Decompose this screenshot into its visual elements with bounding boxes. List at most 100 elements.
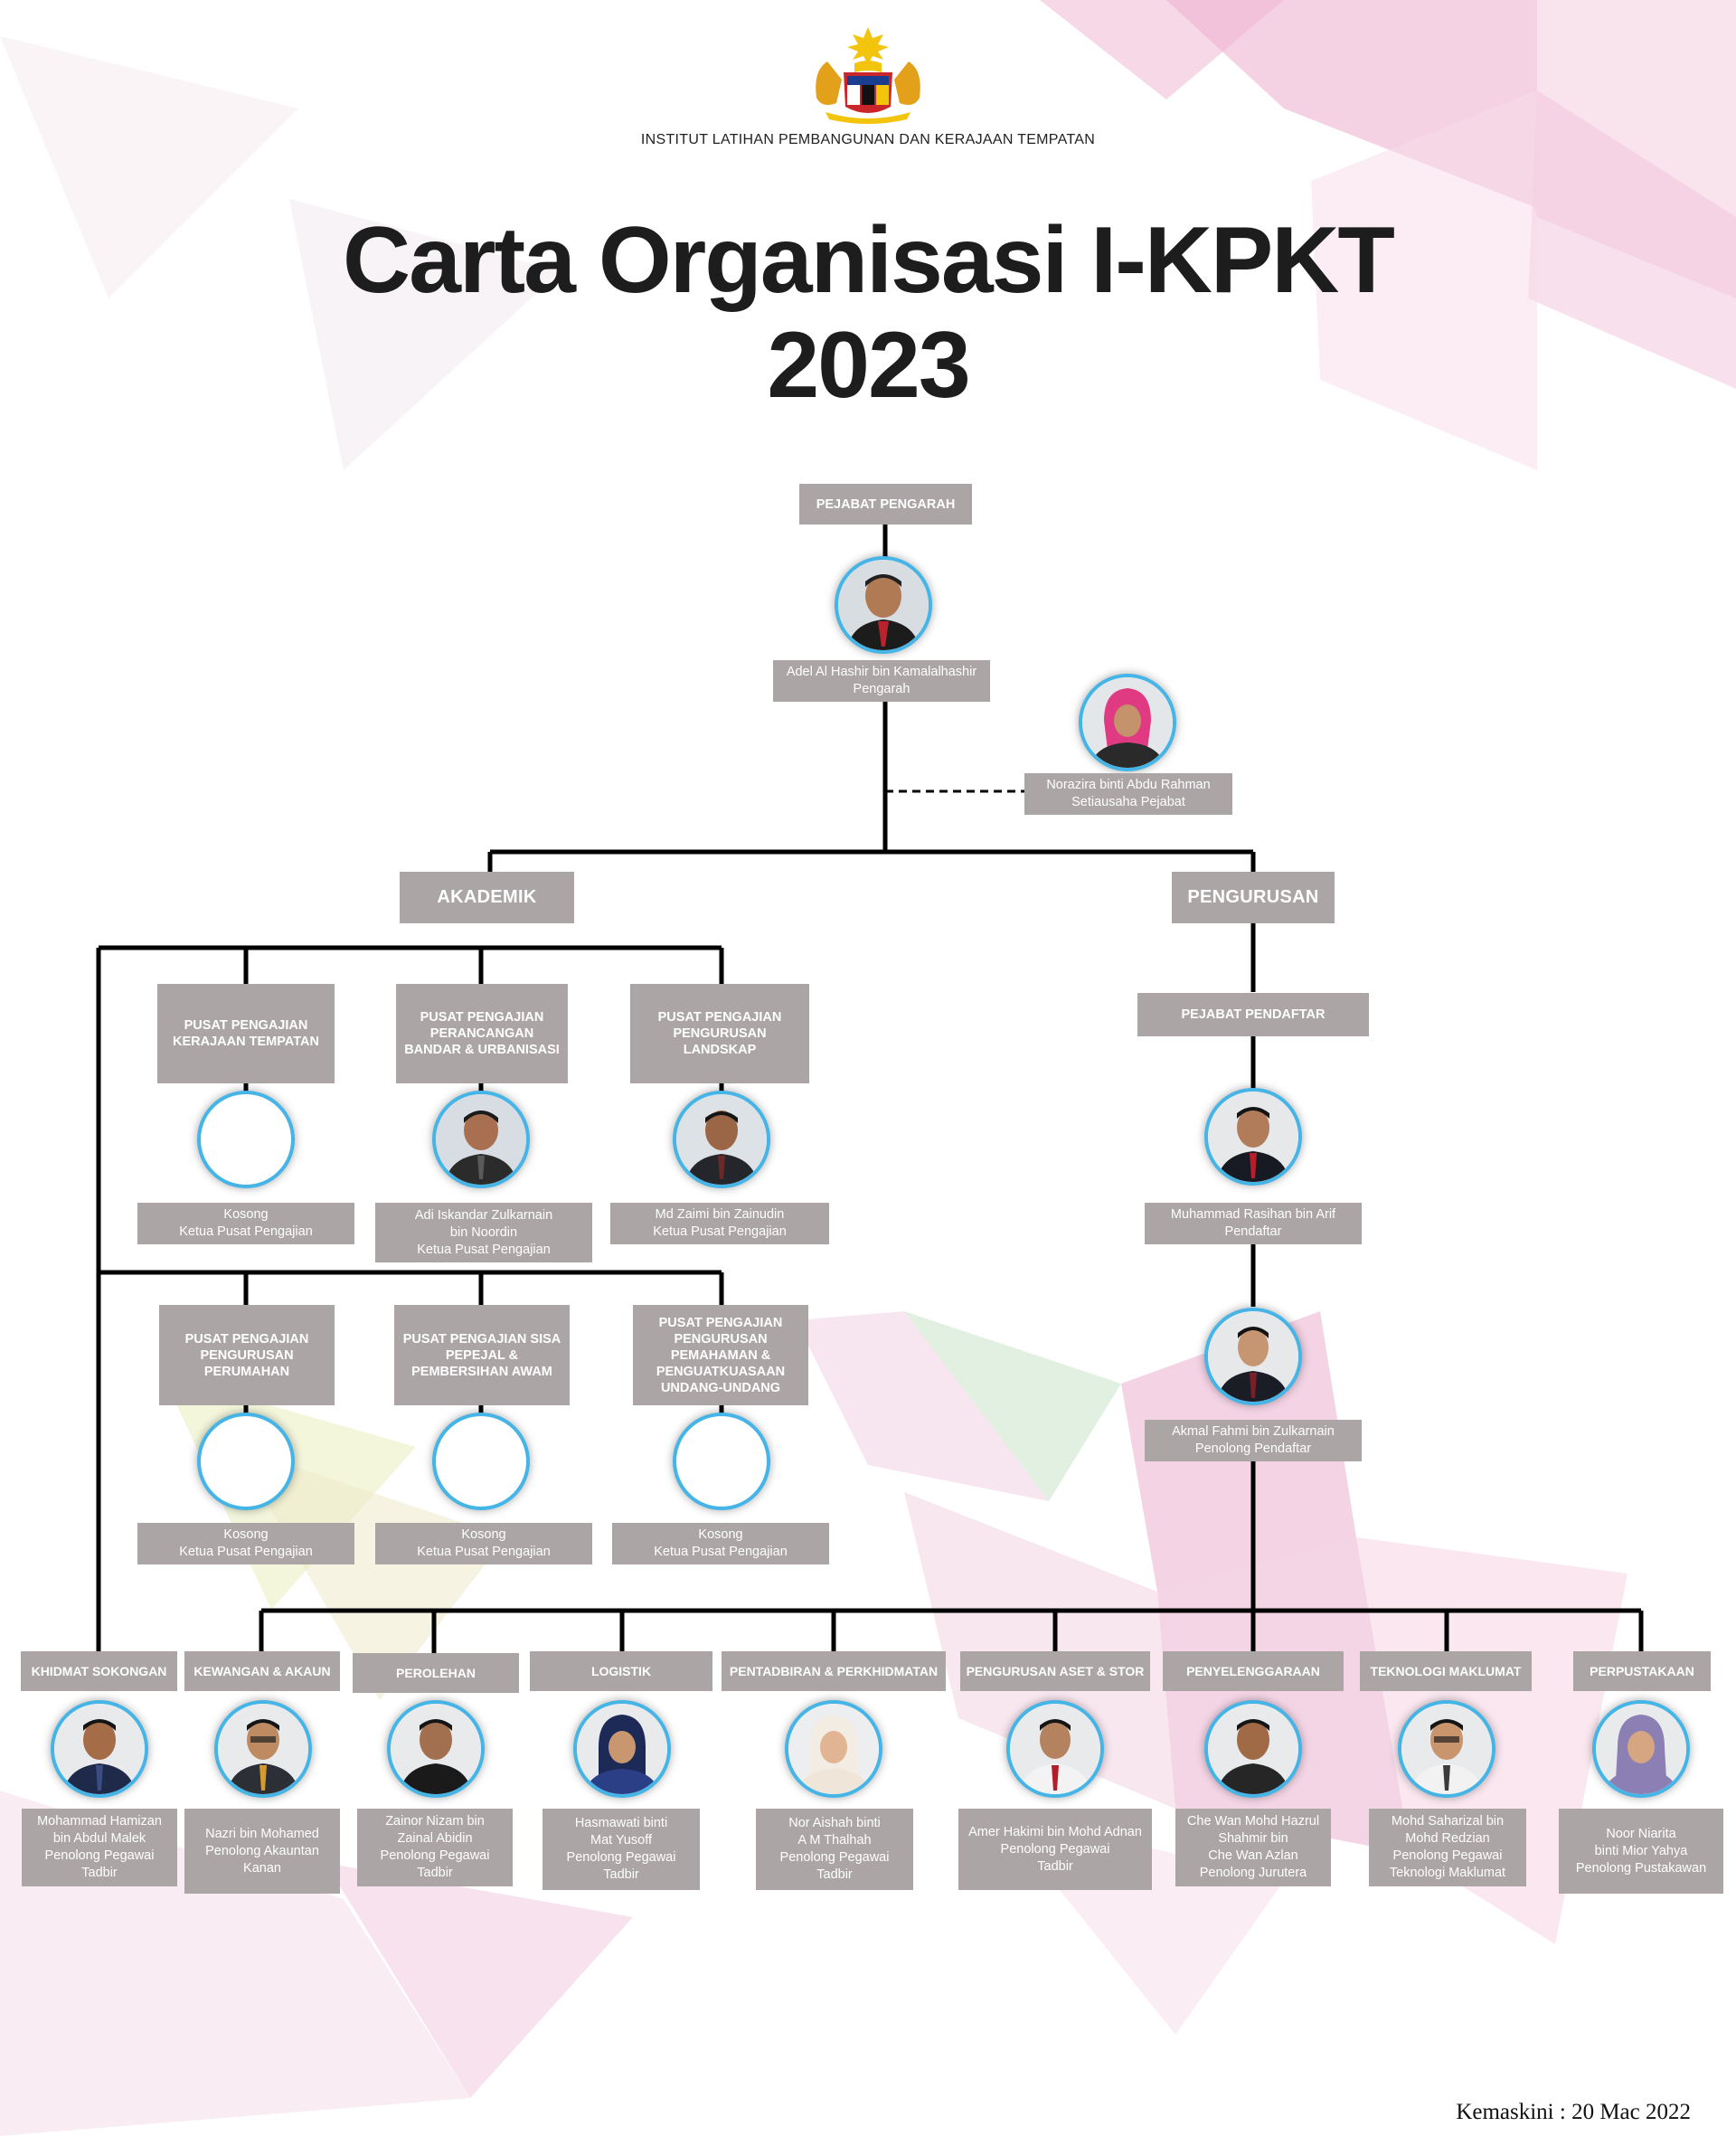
unit-7-line-1: Che Wan Mohd Hazrul bbox=[1186, 1814, 1320, 1829]
unit-9-caption: Noor Niarita binti Mior Yahya Penolong P… bbox=[1559, 1809, 1723, 1894]
unit-5-photo bbox=[785, 1700, 882, 1798]
malaysia-coat-of-arms-icon bbox=[816, 27, 920, 124]
assistant-registrar-photo bbox=[1204, 1308, 1302, 1405]
centre-3-caption: Md Zaimi bin Zainudin Ketua Pusat Pengaj… bbox=[610, 1203, 829, 1244]
centre-3-role: Ketua Pusat Pengajian bbox=[653, 1224, 787, 1239]
centre-3-photo bbox=[673, 1091, 770, 1188]
centre-5-name: Kosong bbox=[461, 1527, 506, 1542]
unit-8-line-4: Teknologi Maklumat bbox=[1389, 1866, 1506, 1880]
centre-2-caption: Adi Iskandar Zulkarnain bin Noordin Ketu… bbox=[375, 1203, 592, 1262]
unit-1-photo bbox=[51, 1700, 148, 1798]
centre-box-4: PUSAT PENGAJIAN PENGURUSAN PERUMAHAN bbox=[159, 1305, 335, 1405]
unit-3-line-1: Zainor Nizam bin bbox=[385, 1814, 485, 1829]
unit-box-9: PERPUSTAKAAN bbox=[1573, 1651, 1711, 1691]
unit-7-caption: Che Wan Mohd Hazrul Shahmir bin Che Wan … bbox=[1175, 1809, 1331, 1886]
centre-6-role: Ketua Pusat Pengajian bbox=[654, 1545, 788, 1559]
unit-5-caption: Nor Aishah binti A M Thalhah Penolong Pe… bbox=[756, 1809, 913, 1890]
centre-box-1: PUSAT PENGAJIAN KERAJAAN TEMPATAN bbox=[157, 984, 335, 1083]
unit-box-7: PENYELENGGARAAN bbox=[1163, 1651, 1344, 1691]
assistant-registrar-title: Penolong Pendaftar bbox=[1194, 1441, 1312, 1456]
unit-8-caption: Mohd Saharizal bin Mohd Redzian Penolong… bbox=[1369, 1809, 1526, 1886]
unit-8-photo bbox=[1398, 1700, 1495, 1798]
centre-4-role: Ketua Pusat Pengajian bbox=[179, 1545, 313, 1559]
centre-box-3: PUSAT PENGAJIAN PENGURUSAN LANDSKAP bbox=[630, 984, 809, 1083]
unit-3-line-2: Zainal Abidin bbox=[397, 1831, 473, 1846]
director-photo bbox=[835, 556, 932, 654]
unit-2-line-2: Penolong Akauntan bbox=[205, 1843, 319, 1858]
unit-9-line-2: binti Mior Yahya bbox=[1594, 1843, 1688, 1858]
unit-box-3: PEROLEHAN bbox=[353, 1653, 519, 1693]
director-title: Pengarah bbox=[853, 682, 910, 696]
unit-1-line-1: Mohammad Hamizan bbox=[37, 1814, 162, 1829]
title-line-2: 2023 bbox=[767, 313, 970, 418]
unit-3-line-4: Tadbir bbox=[417, 1866, 453, 1880]
unit-4-line-4: Tadbir bbox=[603, 1867, 639, 1882]
secretary-caption: Norazira binti Abdu Rahman Setiausaha Pe… bbox=[1024, 773, 1232, 815]
unit-4-line-2: Mat Yusoff bbox=[590, 1833, 652, 1848]
centre-2-name: Adi Iskandar Zulkarnain bin Noordin bbox=[414, 1207, 553, 1240]
assistant-registrar-caption: Akmal Fahmi bin Zulkarnain Penolong Pend… bbox=[1145, 1420, 1362, 1461]
unit-1-caption: Mohammad Hamizan bin Abdul Malek Penolon… bbox=[22, 1809, 177, 1886]
unit-8-line-3: Penolong Pegawai bbox=[1392, 1848, 1503, 1863]
unit-1-line-3: Penolong Pegawai bbox=[44, 1848, 155, 1863]
registrar-title: Pendaftar bbox=[1224, 1224, 1282, 1239]
title-line-1: Carta Organisasi I-KPKT bbox=[343, 208, 1395, 313]
centre-2-photo bbox=[432, 1091, 530, 1188]
centre-box-2: PUSAT PENGAJIAN PERANCANGAN BANDAR & URB… bbox=[396, 984, 568, 1083]
unit-5-line-1: Nor Aishah binti bbox=[788, 1816, 881, 1830]
unit-6-line-3: Tadbir bbox=[1037, 1858, 1073, 1874]
registrar-photo bbox=[1204, 1088, 1302, 1186]
unit-2-line-1: Nazri bin Mohamed bbox=[205, 1826, 319, 1841]
centre-6-photo-empty bbox=[673, 1413, 770, 1510]
unit-4-line-3: Penolong Pegawai bbox=[566, 1850, 676, 1865]
unit-box-5: PENTADBIRAN & PERKHIDMATAN bbox=[722, 1651, 946, 1691]
centre-4-caption: Kosong Ketua Pusat Pengajian bbox=[137, 1523, 354, 1564]
unit-6-line-1: Amer Hakimi bin Mohd Adnan bbox=[968, 1824, 1142, 1839]
unit-5-line-4: Tadbir bbox=[816, 1867, 853, 1882]
unit-9-photo bbox=[1592, 1700, 1690, 1798]
unit-box-4: LOGISTIK bbox=[530, 1651, 712, 1691]
centre-2-role: Ketua Pusat Pengajian bbox=[417, 1242, 551, 1257]
unit-5-line-3: Penolong Pegawai bbox=[779, 1850, 890, 1865]
centre-1-photo-empty bbox=[197, 1091, 295, 1188]
division-pengurusan: PENGURUSAN bbox=[1172, 872, 1335, 923]
unit-2-photo bbox=[214, 1700, 312, 1798]
unit-6-photo bbox=[1006, 1700, 1104, 1798]
centre-6-name: Kosong bbox=[698, 1527, 743, 1542]
registrar-caption: Muhammad Rasihan bin Arif Pendaftar bbox=[1145, 1203, 1362, 1244]
centre-6-caption: Kosong Ketua Pusat Pengajian bbox=[612, 1523, 829, 1564]
unit-box-6: PENGURUSAN ASET & STOR bbox=[960, 1651, 1150, 1691]
unit-6-caption: Amer Hakimi bin Mohd Adnan Penolong Pega… bbox=[958, 1809, 1152, 1890]
unit-3-caption: Zainor Nizam bin Zainal Abidin Penolong … bbox=[357, 1809, 513, 1886]
unit-7-line-3: Che Wan Azlan bbox=[1208, 1848, 1298, 1863]
centre-1-caption: Kosong Ketua Pusat Pengajian bbox=[137, 1203, 354, 1244]
centre-1-role: Ketua Pusat Pengajian bbox=[179, 1224, 313, 1239]
unit-9-line-3: Penolong Pustakawan bbox=[1575, 1860, 1707, 1876]
centre-1-name: Kosong bbox=[223, 1207, 269, 1222]
unit-4-caption: Hasmawati binti Mat Yusoff Penolong Pega… bbox=[542, 1809, 700, 1890]
centre-5-role: Ketua Pusat Pengajian bbox=[417, 1545, 551, 1559]
centre-3-name: Md Zaimi bin Zainudin bbox=[655, 1207, 785, 1222]
unit-4-photo bbox=[573, 1700, 671, 1798]
unit-1-line-4: Tadbir bbox=[81, 1866, 118, 1880]
unit-7-line-4: Penolong Jurutera bbox=[1199, 1866, 1307, 1880]
unit-7-photo bbox=[1204, 1700, 1302, 1798]
unit-1-line-2: bin Abdul Malek bbox=[52, 1831, 146, 1846]
unit-6-line-2: Penolong Pegawai bbox=[1000, 1841, 1110, 1857]
secretary-name: Norazira binti Abdu Rahman bbox=[1046, 778, 1211, 792]
unit-7-line-2: Shahmir bin bbox=[1218, 1831, 1288, 1846]
unit-8-line-1: Mohd Saharizal bin bbox=[1391, 1814, 1505, 1829]
unit-2-line-3: Kanan bbox=[243, 1860, 281, 1876]
division-akademik: AKADEMIK bbox=[400, 872, 574, 923]
unit-box-2: KEWANGAN & AKAUN bbox=[184, 1651, 340, 1691]
secretary-title: Setiausaha Pejabat bbox=[1071, 795, 1185, 809]
unit-3-line-3: Penolong Pegawai bbox=[380, 1848, 490, 1863]
institute-name: INSTITUT LATIHAN PEMBANGUNAN DAN KERAJAA… bbox=[640, 132, 1096, 147]
centre-5-photo-empty bbox=[432, 1413, 530, 1510]
assistant-registrar-name: Akmal Fahmi bin Zulkarnain bbox=[1172, 1424, 1335, 1439]
centre-box-5: PUSAT PENGAJIAN SISA PEPEJAL & PEMBERSIH… bbox=[394, 1305, 570, 1405]
centre-box-6: PUSAT PENGAJIAN PENGURUSAN PEMAHAMAN & P… bbox=[633, 1305, 808, 1405]
office-director-box: PEJABAT PENGARAH bbox=[799, 484, 972, 525]
